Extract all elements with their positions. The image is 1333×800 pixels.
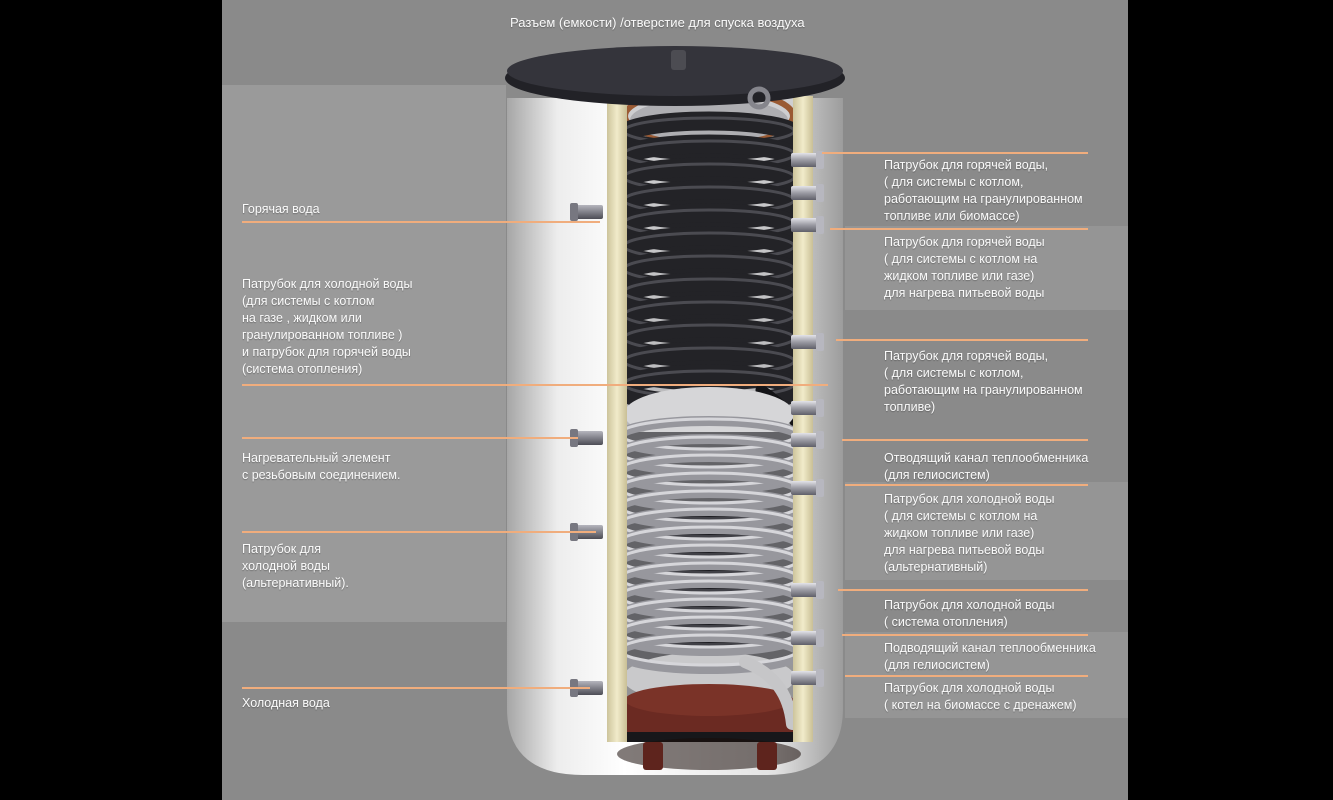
leader-line-heating-element: [242, 437, 578, 439]
tank-foot: [643, 742, 663, 770]
label-air-vent: Разъем (емкости) /отверстие для спуска в…: [510, 15, 805, 30]
label-hot-port-pellet-biomass: Патрубок для горячей воды, ( для системы…: [884, 158, 1083, 223]
leader-line-cold-heating: [838, 589, 1088, 591]
label-cold-water-alt: Патрубок для холодной воды (альтернативн…: [242, 542, 349, 590]
insulation-edge-left: [607, 96, 627, 742]
leader-line-hot-water: [242, 221, 600, 223]
leader-line-solar-outlet: [842, 439, 1088, 441]
air-vent-port: [671, 50, 686, 70]
highlight-band: [845, 226, 1128, 310]
leader-line-cold-water: [242, 687, 590, 689]
label-hot-water: Горячая вода: [242, 202, 320, 216]
highlight-band: [845, 482, 1128, 580]
label-solar-outlet-channel: Отводящий канал теплообменника (для гели…: [884, 451, 1089, 482]
tank-foot: [757, 742, 777, 770]
label-cold-water: Холодная вода: [242, 696, 330, 710]
leader-line-cold-liquid: [845, 484, 1088, 486]
leader-line-cold-water-inlet: [242, 384, 828, 386]
leader-line-hot-liquid: [830, 228, 1088, 230]
drain-elbow-pipe: [739, 656, 793, 730]
leader-line-cold-water-alt: [242, 531, 596, 533]
leader-line-hot-pellet: [822, 152, 1088, 154]
tank-cutaway-illustration: [505, 46, 845, 775]
label-hot-port-pellet: Патрубок для горячей воды, ( для системы…: [884, 349, 1083, 414]
label-solar-inlet-channel: Подводящий канал теплообменника (для гел…: [884, 641, 1096, 672]
label-cold-port-liquid-gas: Патрубок для холодной воды ( для системы…: [884, 492, 1055, 574]
insulation-edge-right: [793, 96, 813, 742]
leader-line-hot-pellet2: [836, 339, 1088, 341]
leader-line-solar-inlet: [842, 634, 1088, 636]
label-heating-element: Нагревательный элемент с резьбовым соеди…: [242, 451, 401, 482]
upper-heat-exchanger-coil: [623, 118, 795, 404]
label-cold-port-biomass-drain: Патрубок для холодной воды ( котел на би…: [884, 681, 1077, 712]
label-cold-water-inlet: Патрубок для холодной воды (для системы …: [242, 277, 413, 376]
lifting-lug: [747, 86, 771, 110]
leader-line-cold-biomass: [845, 675, 1088, 677]
tank-interior: [623, 82, 795, 742]
label-cold-port-heating: Патрубок для холодной воды ( система ото…: [884, 598, 1055, 629]
label-hot-port-liquid-gas: Патрубок для горячей воды ( для системы …: [884, 235, 1045, 300]
